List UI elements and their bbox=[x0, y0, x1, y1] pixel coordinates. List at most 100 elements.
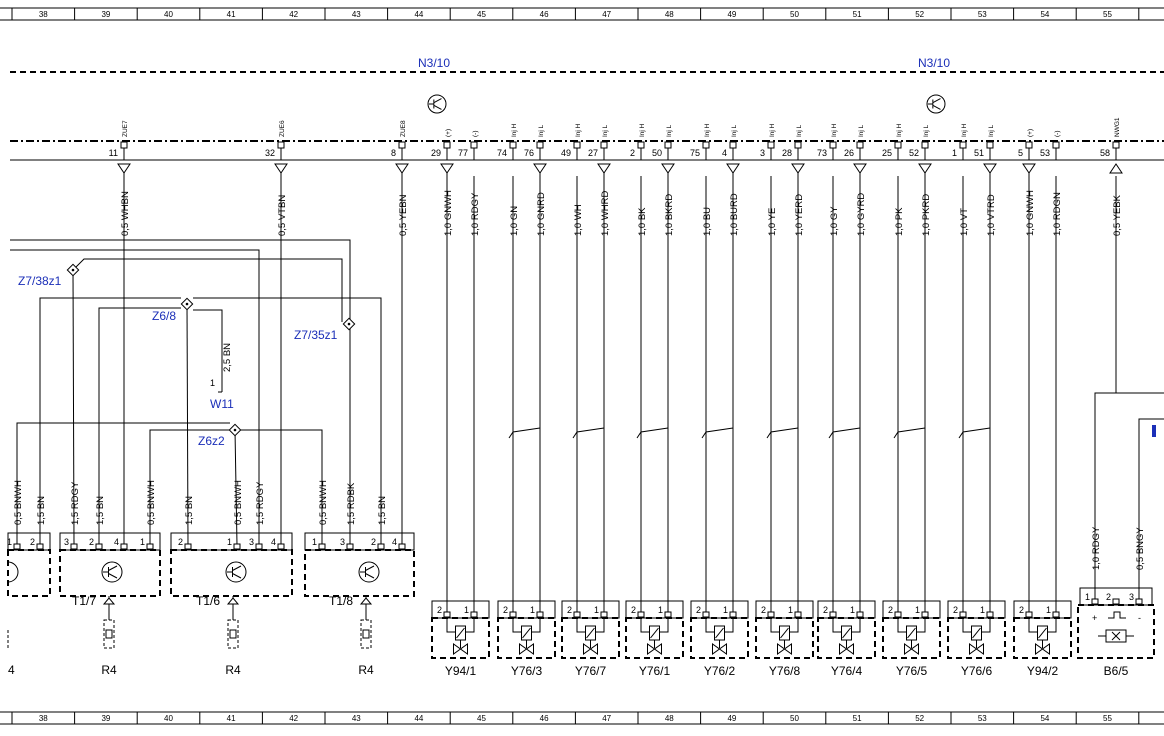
twist-marker bbox=[701, 427, 734, 439]
pin-number: 2 bbox=[89, 537, 94, 547]
component-label: Y94/1 bbox=[445, 664, 477, 678]
down-arrow-icon bbox=[440, 163, 454, 174]
pin-tag: Inj L bbox=[666, 124, 673, 137]
wire-label: 1,5 BN bbox=[184, 496, 195, 525]
pin-number: 1 bbox=[915, 605, 920, 615]
pin-number: 1 bbox=[7, 537, 12, 547]
module-label: N3/10 bbox=[418, 56, 450, 70]
pin-number: 2 bbox=[178, 537, 183, 547]
valve-body bbox=[625, 617, 684, 659]
pin-box bbox=[346, 543, 354, 550]
pin-number: 1 bbox=[210, 378, 215, 388]
pin-box bbox=[600, 611, 608, 618]
grid-number: 42 bbox=[289, 10, 298, 19]
pin-number: 28 bbox=[782, 148, 792, 158]
pin-box bbox=[1025, 611, 1033, 618]
up-arrow-icon bbox=[226, 597, 240, 605]
pin-tag: ZUE6 bbox=[279, 120, 286, 137]
splice-label-fragment bbox=[1152, 425, 1156, 437]
splice-label: Z7/35z1 bbox=[294, 328, 338, 342]
pin-number: 1 bbox=[980, 605, 985, 615]
resistor-body bbox=[227, 619, 239, 649]
pin-box bbox=[536, 141, 544, 149]
wire-line bbox=[72, 258, 343, 322]
connector-housing bbox=[690, 600, 749, 619]
transistor-emitter bbox=[365, 573, 375, 579]
resistor-element bbox=[362, 629, 370, 639]
pin-box bbox=[894, 141, 902, 149]
transistor-circle bbox=[358, 561, 380, 583]
pin-number: 25 bbox=[882, 148, 892, 158]
down-arrow-icon bbox=[853, 163, 867, 174]
sensor-transistor-icon bbox=[358, 561, 380, 583]
solenoid-slash bbox=[1038, 627, 1047, 639]
pin-tag: Inj H bbox=[831, 123, 838, 137]
wire-label: 1,0 GNWH bbox=[1025, 190, 1036, 236]
pin-box bbox=[573, 611, 581, 618]
grid-number: 52 bbox=[915, 10, 924, 19]
pin-number: 2 bbox=[953, 605, 958, 615]
pin-box bbox=[443, 141, 451, 149]
pin-box bbox=[702, 141, 710, 149]
valve-body bbox=[561, 617, 620, 659]
pin-box bbox=[398, 141, 406, 149]
wire-line bbox=[193, 297, 382, 545]
pin-number: 1 bbox=[594, 605, 599, 615]
pin-number: 1 bbox=[723, 605, 728, 615]
valve-icon bbox=[1041, 643, 1050, 655]
pin-tag: Inj L bbox=[731, 124, 738, 137]
pin-tag: Inj L bbox=[796, 124, 803, 137]
wire-label: 1,0 PKRD bbox=[921, 194, 932, 236]
valve-icon bbox=[904, 643, 913, 655]
grid-number: 54 bbox=[1040, 714, 1049, 723]
valve-body bbox=[431, 617, 490, 659]
polarity-sign: + bbox=[1092, 613, 1097, 623]
valve-icon bbox=[839, 643, 848, 655]
grid-number: 48 bbox=[665, 714, 674, 723]
pin-number: 1 bbox=[658, 605, 663, 615]
grid-number: 45 bbox=[477, 10, 486, 19]
pin-number: 26 bbox=[844, 148, 854, 158]
wire-label: 0,5 BNWH bbox=[146, 480, 157, 525]
pin-number: 77 bbox=[458, 148, 468, 158]
wire-label: 1,0 YERD bbox=[794, 194, 805, 236]
grid-number: 39 bbox=[101, 10, 110, 19]
sensor-body bbox=[304, 549, 415, 597]
pin-number: 73 bbox=[817, 148, 827, 158]
wire-label: 0,5 BNWH bbox=[233, 480, 244, 525]
solenoid-slash bbox=[780, 627, 789, 639]
component-label: Y76/7 bbox=[575, 664, 607, 678]
grid-number: 40 bbox=[164, 10, 173, 19]
valve-icon bbox=[718, 643, 727, 655]
pin-number: 2 bbox=[567, 605, 572, 615]
transistor-collector bbox=[932, 98, 941, 104]
splice-dot bbox=[347, 322, 351, 326]
grid-number: 47 bbox=[602, 714, 611, 723]
pin-number: 52 bbox=[909, 148, 919, 158]
wire-label: 1,0 RDGY bbox=[470, 192, 481, 236]
pin-box bbox=[277, 141, 285, 149]
valve-icon bbox=[525, 643, 534, 655]
grid-number: 39 bbox=[101, 714, 110, 723]
grid-number: 50 bbox=[790, 714, 799, 723]
pin-number: 3 bbox=[340, 537, 345, 547]
pin-box bbox=[767, 611, 775, 618]
pin-number: 1 bbox=[140, 537, 145, 547]
transistor-icon bbox=[427, 94, 447, 114]
grid-number: 47 bbox=[602, 10, 611, 19]
grid-number: 53 bbox=[978, 714, 987, 723]
connector-housing bbox=[882, 600, 941, 619]
valve-body bbox=[947, 617, 1006, 659]
splice-label: Z7/38z1 bbox=[18, 274, 62, 288]
cross-icon bbox=[1111, 631, 1121, 641]
pin-number: 1 bbox=[530, 605, 535, 615]
wire-label: 0,5 BNWH bbox=[318, 480, 329, 525]
component-label: Y76/5 bbox=[896, 664, 928, 678]
wire-label: 0,5 BNWH bbox=[13, 480, 24, 525]
grid-number: 38 bbox=[39, 10, 48, 19]
down-arrow-icon bbox=[533, 163, 547, 174]
splice-label: Z6/8 bbox=[152, 309, 176, 323]
